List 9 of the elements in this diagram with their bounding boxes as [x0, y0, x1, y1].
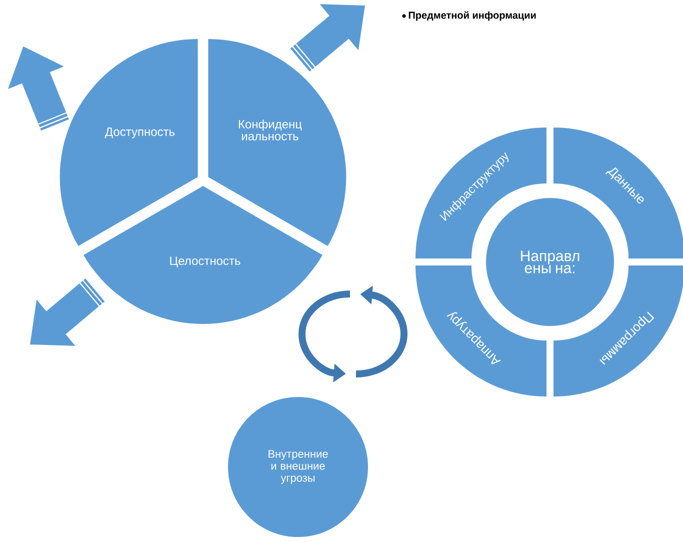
- node-label: Конфиденц иальность: [238, 120, 302, 140]
- node-label: Доступность: [105, 128, 175, 138]
- pie-sector: Доступность: [60, 39, 198, 246]
- circle-node: Внутренние и внешние угрозы: [228, 397, 368, 537]
- pie-sector: Конфиденц иальность: [208, 39, 346, 246]
- circle-node: Направл ены на:: [486, 198, 614, 326]
- heading-text: Предметной информации: [408, 11, 536, 21]
- pie-sector: Целостность: [84, 186, 322, 324]
- node-label: Целостность: [170, 256, 240, 268]
